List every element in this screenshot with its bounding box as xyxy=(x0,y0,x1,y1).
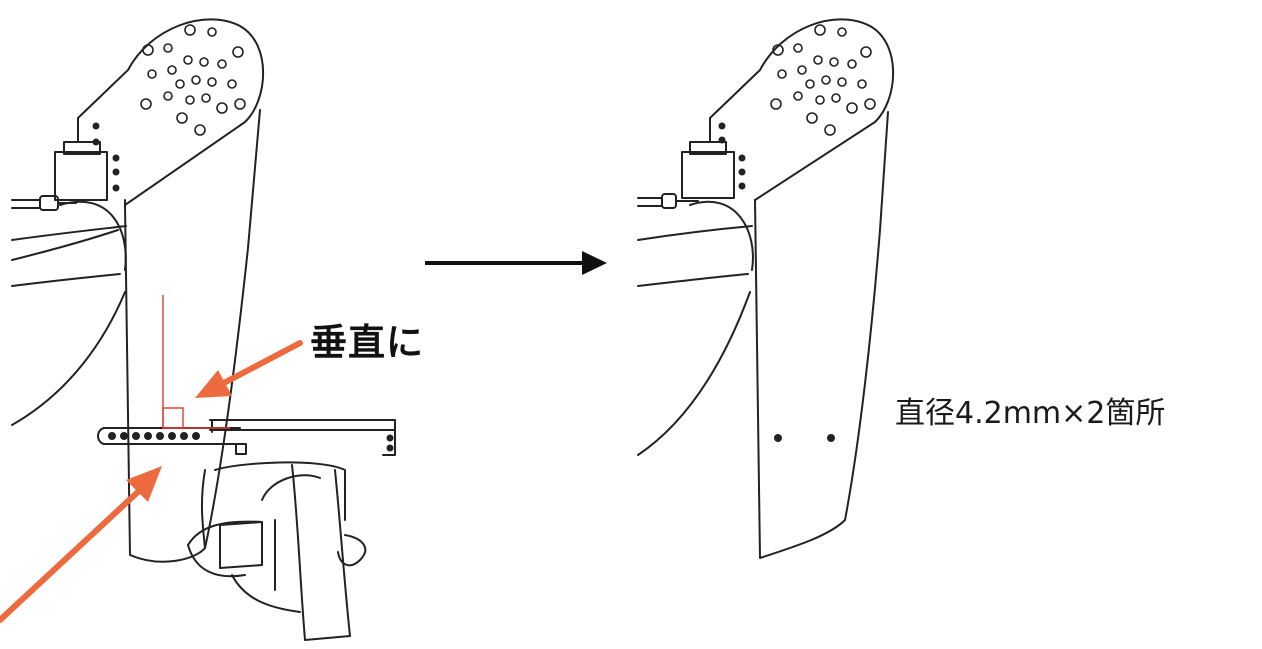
right-head-holes xyxy=(770,24,876,136)
left-servo-block xyxy=(54,117,120,201)
right-servo-block xyxy=(681,117,746,199)
label-vertical: 垂直に xyxy=(310,321,424,364)
left-head-holes xyxy=(140,24,246,136)
right-cable xyxy=(637,193,699,209)
right-rudder-assembly xyxy=(637,18,895,559)
right-rudder-head xyxy=(709,18,895,201)
left-mount-bar xyxy=(97,419,396,456)
arrow-bar xyxy=(0,487,143,623)
arrow-vertical xyxy=(219,340,303,387)
arrow-vertical-head xyxy=(195,370,232,398)
left-rudder-head xyxy=(77,18,265,206)
drilled-hole-right xyxy=(827,434,835,442)
left-rudder-blade xyxy=(124,109,261,563)
right-rudder-blade xyxy=(754,111,889,559)
right-hull xyxy=(637,200,754,456)
transition-arrow xyxy=(425,251,607,275)
perpendicular-guide xyxy=(162,295,230,429)
orange-arrows xyxy=(0,340,303,623)
left-motor-unit xyxy=(187,461,367,641)
drilled-hole-left xyxy=(774,434,782,442)
left-rudder-assembly xyxy=(11,18,396,641)
left-cable xyxy=(11,195,77,211)
arrow-bar-head xyxy=(126,466,162,502)
label-holes-note: 直径4.2mm×2箇所 xyxy=(895,396,1166,431)
left-hull xyxy=(11,200,127,426)
